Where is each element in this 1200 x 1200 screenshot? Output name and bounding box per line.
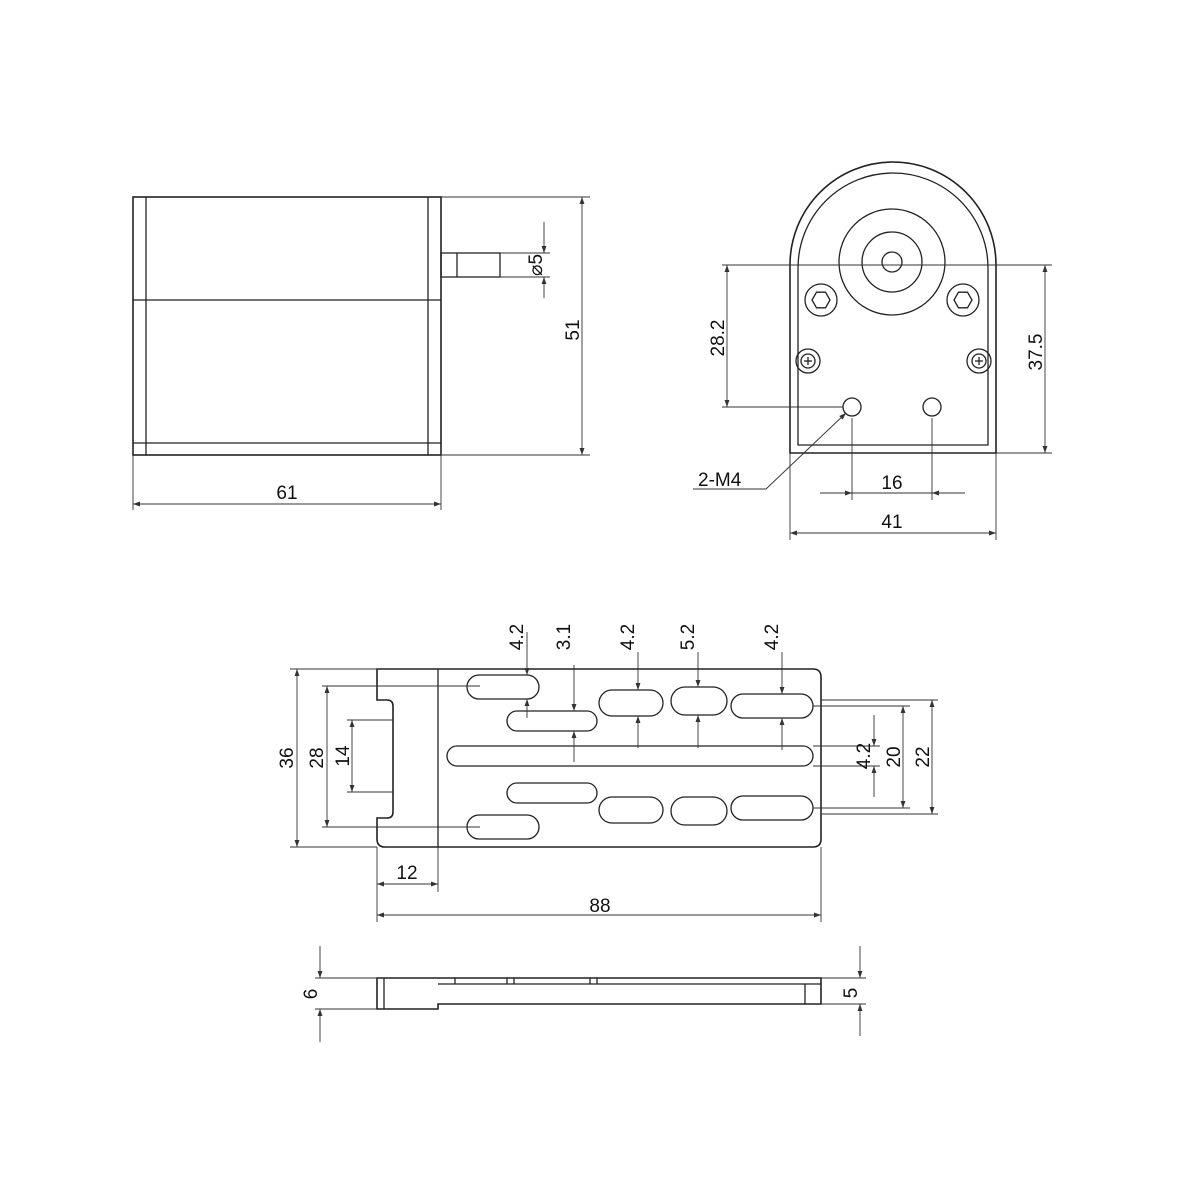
- shaft-diameter-label: ⌀5: [526, 254, 547, 276]
- mount-slot: [670, 796, 728, 826]
- motor-height-label: 51: [563, 319, 584, 340]
- slot-width-dim: 4.2: [618, 624, 641, 748]
- slot-width-dim: 3.1: [554, 624, 577, 762]
- notch-label: 14: [333, 745, 354, 767]
- hole-spacing-label: 16: [881, 473, 902, 494]
- slot-width-label: 3.1: [554, 624, 575, 650]
- thickness-right-label: 5: [841, 988, 862, 999]
- gear-boss-inner: [861, 231, 923, 293]
- hex-screw-icon: [946, 283, 980, 317]
- slot-span-label: 28: [307, 747, 328, 768]
- mount-slot: [506, 710, 598, 732]
- front-height-label: 37.5: [1026, 334, 1047, 371]
- mount-slot: [730, 795, 814, 821]
- motor-front-view: 28.2 37.5 16 41 2-M4: [693, 161, 1052, 540]
- bracket-side-view: 6 5: [301, 946, 866, 1042]
- front-width-label: 41: [881, 512, 902, 533]
- output-shaft-circle: [881, 251, 903, 273]
- slot-width-dim: 5.2: [678, 624, 701, 748]
- thread-leader: [693, 412, 847, 490]
- phillips-screw-icon: [966, 348, 992, 374]
- outer-span-label: 22: [913, 746, 934, 767]
- center-slot-width-label: 4.2: [854, 743, 875, 769]
- slot-width-label: 4.2: [618, 624, 639, 650]
- motor-shaft: [440, 252, 501, 278]
- notch-depth-label: 12: [396, 863, 417, 884]
- bracket-plan-view: 36 28 14 12 88 20 22 4.2: [277, 624, 938, 922]
- hole-height-label: 28.2: [708, 320, 729, 357]
- bracket-outline: [376, 668, 822, 848]
- motor-side-view: ⌀5 51 61: [132, 196, 590, 510]
- bracket-length-label: 88: [589, 896, 610, 917]
- mount-slot: [598, 689, 664, 717]
- mount-slot: [506, 782, 598, 804]
- m4-hole: [922, 397, 942, 417]
- bracket-width-label: 36: [277, 747, 298, 768]
- bracket-profile: [376, 977, 822, 1010]
- mount-slot: [466, 674, 540, 700]
- mount-slot: [670, 686, 728, 716]
- motor-length-label: 61: [276, 483, 297, 504]
- mount-slot: [730, 693, 814, 719]
- hex-screw-icon: [804, 283, 838, 317]
- inner-span-label: 20: [884, 746, 905, 767]
- thread-callout: 2-M4: [698, 470, 742, 491]
- slot-width-label: 5.2: [678, 624, 699, 650]
- slot-width-label: 4.2: [762, 624, 783, 650]
- gear-boss-outer: [838, 208, 946, 316]
- motor-body-outline: [132, 196, 442, 456]
- front-housing-inner: [797, 172, 989, 446]
- phillips-screw-icon: [795, 348, 821, 374]
- slot-width-dim: 4.2: [762, 624, 785, 750]
- mount-slot: [598, 796, 664, 824]
- slot-width-dim: 4.2: [507, 624, 530, 718]
- front-housing-outline: [789, 161, 997, 454]
- thickness-left-label: 6: [301, 989, 322, 1000]
- slot-width-label: 4.2: [507, 624, 528, 650]
- center-slot: [446, 745, 814, 767]
